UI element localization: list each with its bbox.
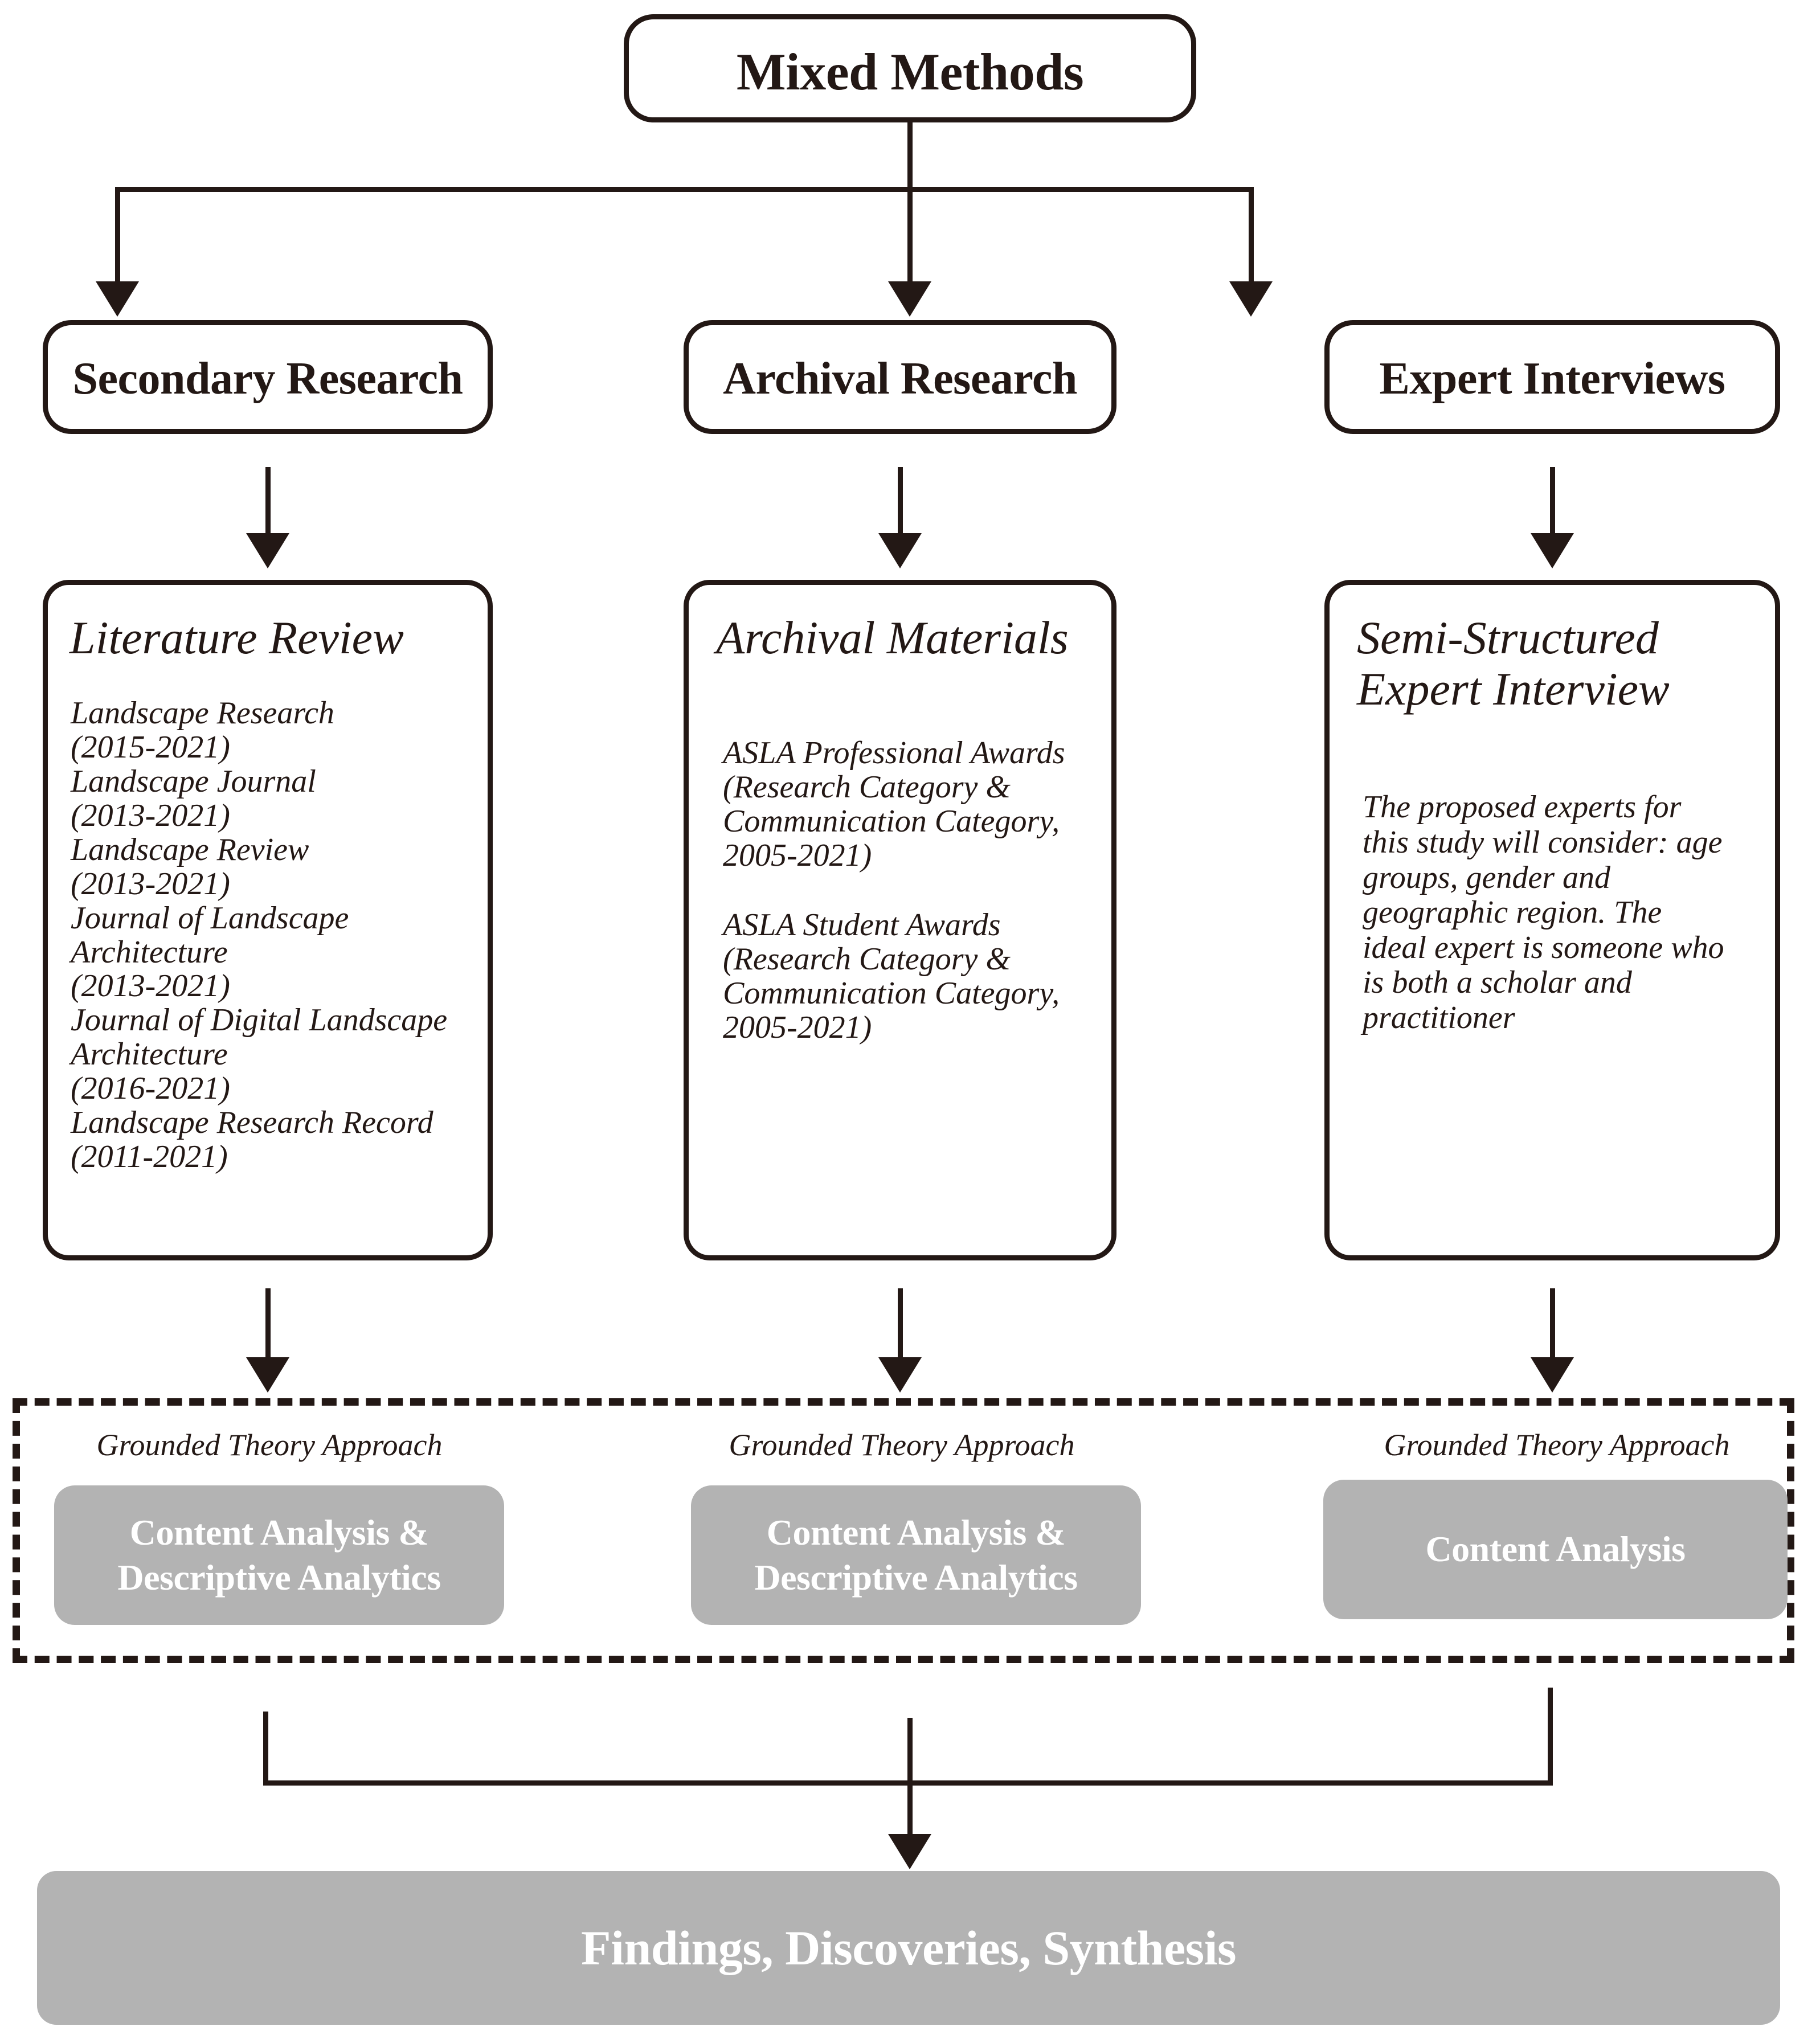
analysis-box-secondary-label: Content Analysis & Descriptive Analytics bbox=[117, 1510, 441, 1599]
list-item: Landscape Review bbox=[71, 832, 309, 867]
arrowhead-archival-materials bbox=[878, 533, 922, 568]
list-item: Landscape Research Record bbox=[71, 1105, 433, 1141]
node-archival-research-label: Archival Research bbox=[723, 354, 1077, 404]
node-semi-structured-expert-interview: Semi-Structured Expert Interview The pro… bbox=[1324, 580, 1780, 1260]
list-item: (2015-2021) bbox=[71, 730, 230, 765]
analysis-box-archival-label: Content Analysis & Descriptive Analytics bbox=[754, 1510, 1078, 1599]
connector-interview-to-analysis bbox=[1550, 1288, 1555, 1360]
list-item: Journal of Digital Landscape bbox=[71, 1002, 448, 1038]
analysis-box-expert: Content Analysis bbox=[1323, 1480, 1788, 1619]
archival-materials-list: ASLA Professional Awards (Research Categ… bbox=[723, 736, 1087, 1045]
connector-merge-right bbox=[1548, 1688, 1553, 1786]
connector-drop-expert bbox=[1249, 187, 1254, 284]
grounded-theory-label-secondary: Grounded Theory Approach bbox=[96, 1428, 443, 1462]
arrowhead-findings bbox=[888, 1834, 931, 1869]
semi-structured-interview-body: The proposed experts for this study will… bbox=[1363, 789, 1724, 1035]
connector-drop-secondary bbox=[115, 187, 120, 284]
semi-structured-interview-heading: Semi-Structured Expert Interview bbox=[1357, 612, 1670, 715]
list-item: (2011-2021) bbox=[71, 1139, 228, 1174]
arrowhead-secondary bbox=[96, 281, 139, 317]
literature-review-heading: Literature Review bbox=[69, 612, 404, 664]
literature-review-list: Landscape Research (2015-2021) Landscape… bbox=[71, 695, 469, 1174]
node-secondary-research-label: Secondary Research bbox=[72, 354, 463, 404]
arrowhead-analysis-archival bbox=[878, 1357, 922, 1393]
connector-drop-archival bbox=[907, 187, 913, 284]
analysis-line: Content Analysis bbox=[1425, 1529, 1686, 1570]
connector-root-stem bbox=[907, 122, 913, 190]
list-item: Landscape Research bbox=[71, 695, 334, 731]
arrowhead-lit-review bbox=[246, 533, 289, 568]
arrowhead-analysis-secondary bbox=[246, 1357, 289, 1393]
node-mixed-methods: Mixed Methods bbox=[624, 14, 1196, 122]
analysis-line: Content Analysis & bbox=[766, 1512, 1066, 1553]
analysis-line: Descriptive Analytics bbox=[117, 1557, 441, 1598]
list-item: Architecture bbox=[71, 934, 228, 970]
list-item: ASLA Student Awards (Research Category &… bbox=[723, 907, 1060, 1045]
node-archival-materials: Archival Materials ASLA Professional Awa… bbox=[684, 580, 1116, 1260]
node-literature-review: Literature Review Landscape Research (20… bbox=[43, 580, 493, 1260]
list-item: Journal of Landscape bbox=[71, 900, 349, 936]
analysis-box-archival: Content Analysis & Descriptive Analytics bbox=[691, 1485, 1141, 1625]
arrowhead-semi-interview bbox=[1531, 533, 1574, 568]
list-item: (2013-2021) bbox=[71, 866, 230, 902]
connector-archival-to-materials bbox=[898, 467, 903, 535]
archival-materials-heading: Archival Materials bbox=[716, 612, 1069, 664]
connector-expert-to-interview bbox=[1550, 467, 1555, 535]
connector-distribution-bar bbox=[115, 187, 1254, 192]
list-item: (2016-2021) bbox=[71, 1071, 230, 1107]
connector-lit-to-analysis bbox=[265, 1288, 271, 1360]
grounded-theory-label-expert: Grounded Theory Approach bbox=[1384, 1428, 1730, 1462]
node-archival-research: Archival Research bbox=[684, 320, 1116, 434]
findings-bar-label: Findings, Discoveries, Synthesis bbox=[581, 1921, 1236, 1975]
list-item: Landscape Journal bbox=[71, 764, 316, 799]
analysis-line: Content Analysis & bbox=[129, 1512, 429, 1553]
findings-bar: Findings, Discoveries, Synthesis bbox=[37, 1871, 1780, 2025]
arrowhead-expert bbox=[1229, 281, 1273, 317]
arrowhead-analysis-expert bbox=[1531, 1357, 1574, 1393]
analysis-band-container: Grounded Theory Approach Grounded Theory… bbox=[13, 1398, 1794, 1663]
list-item: (2013-2021) bbox=[71, 797, 230, 833]
connector-archival-to-analysis bbox=[898, 1288, 903, 1360]
arrowhead-archival bbox=[888, 281, 931, 317]
connector-merge-left bbox=[263, 1712, 268, 1786]
node-expert-interviews-label: Expert Interviews bbox=[1379, 354, 1725, 404]
list-item: (2013-2021) bbox=[71, 968, 230, 1004]
node-secondary-research: Secondary Research bbox=[43, 320, 493, 434]
connector-merge-center bbox=[907, 1718, 913, 1837]
connector-secondary-to-lit bbox=[265, 467, 271, 535]
analysis-line: Descriptive Analytics bbox=[754, 1557, 1078, 1598]
analysis-box-expert-label: Content Analysis bbox=[1425, 1527, 1686, 1571]
list-item: ASLA Professional Awards (Research Categ… bbox=[723, 735, 1065, 873]
node-expert-interviews: Expert Interviews bbox=[1324, 320, 1780, 434]
node-mixed-methods-label: Mixed Methods bbox=[736, 43, 1084, 101]
analysis-box-secondary: Content Analysis & Descriptive Analytics bbox=[54, 1485, 504, 1625]
list-item: Architecture bbox=[71, 1037, 228, 1072]
grounded-theory-label-archival: Grounded Theory Approach bbox=[729, 1428, 1075, 1462]
